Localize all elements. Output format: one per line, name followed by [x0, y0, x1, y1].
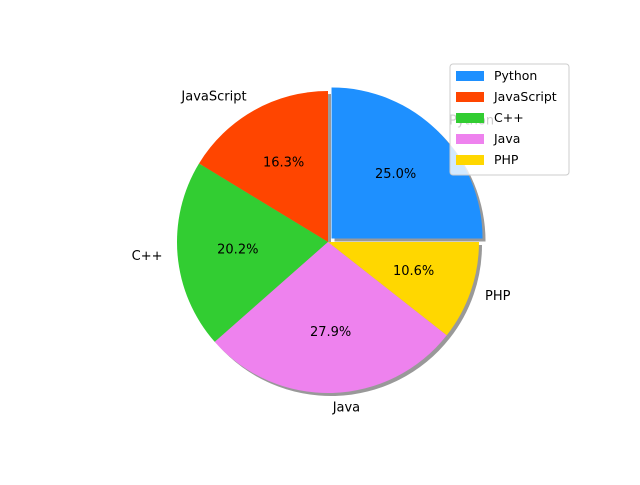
legend-label-java: Java [493, 131, 520, 146]
legend-label-php: PHP [494, 152, 519, 167]
slice-label-cplusplus: C++ [132, 249, 163, 264]
legend-swatch-php [456, 155, 484, 165]
slice-label-javascript: JavaScript [180, 90, 246, 105]
percent-label-javascript: 16.3% [263, 156, 304, 171]
percent-label-java: 27.9% [310, 325, 351, 340]
legend-box [449, 63, 570, 176]
legend-swatch-javascript [456, 92, 484, 102]
pie-slice-php [328, 242, 479, 336]
pie-wedges [176, 87, 483, 394]
legend-label-javascript: JavaScript [493, 89, 557, 104]
pie-slice-javascript [199, 91, 328, 242]
pie-slice-cplusplus [176, 163, 328, 342]
legend-swatch-cplusplus [456, 113, 484, 123]
legend-label-cplusplus: C++ [494, 110, 524, 125]
pie-slice-python [331, 87, 483, 239]
pie-slice-java [214, 242, 447, 394]
percent-label-cplusplus: 20.2% [217, 243, 258, 258]
percent-label-php: 10.6% [393, 264, 434, 279]
percent-label-python: 25.0% [375, 167, 416, 182]
legend-swatch-java [456, 134, 484, 144]
slice-label-java: Java [332, 401, 360, 416]
legend-label-python: Python [494, 68, 537, 83]
slice-label-php: PHP [485, 289, 511, 304]
legend-swatch-python [456, 71, 484, 81]
